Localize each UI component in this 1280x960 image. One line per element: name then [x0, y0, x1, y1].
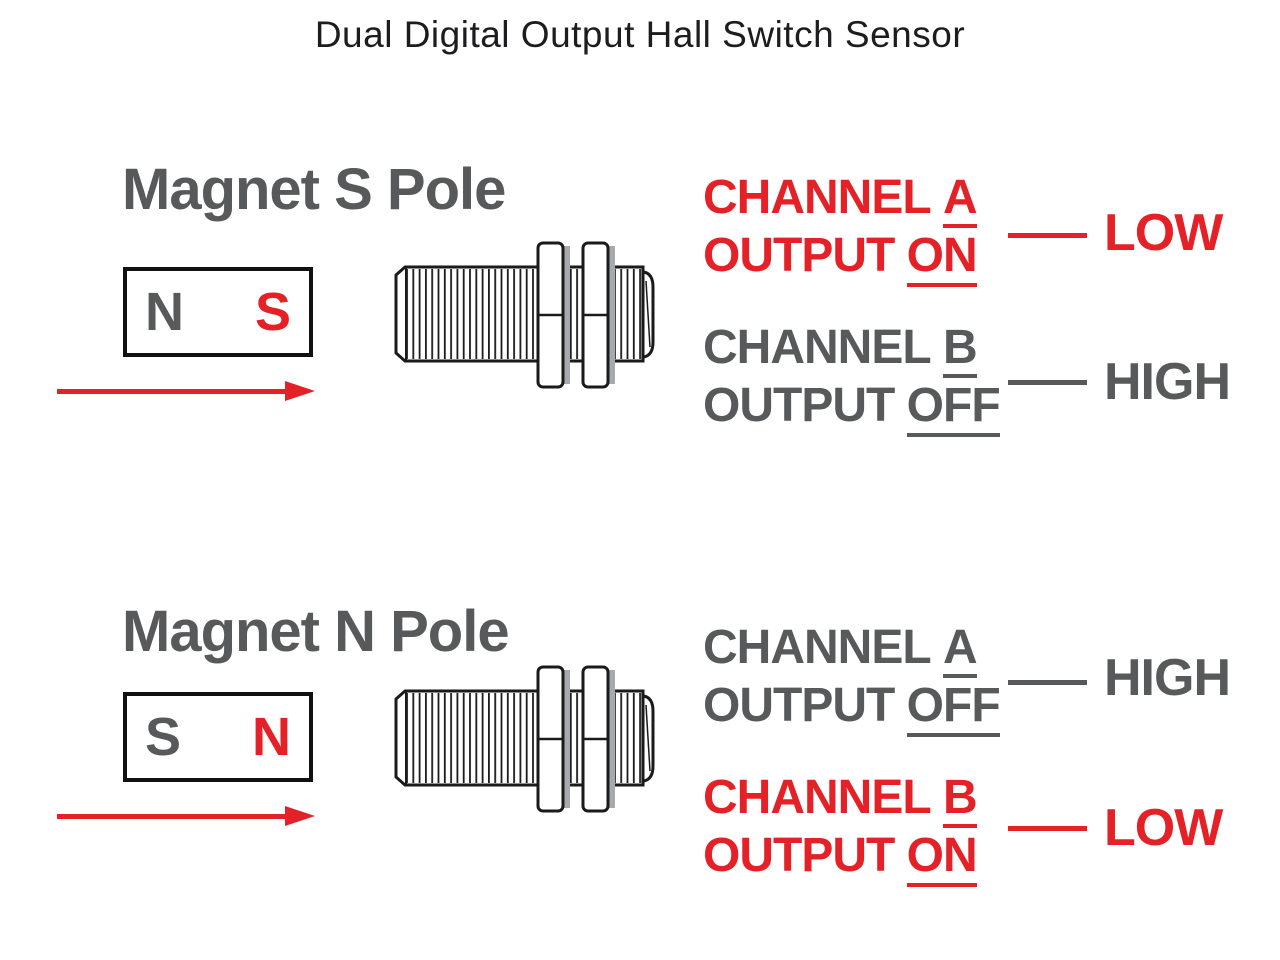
connector-line [1008, 680, 1087, 685]
output-line: OUTPUT ON [703, 228, 978, 287]
channel-line: CHANNEL A [703, 170, 978, 229]
connector-line [1008, 233, 1087, 238]
diagram-title: Dual Digital Output Hall Switch Sensor [314, 14, 966, 55]
channel-line: CHANNEL B [703, 770, 978, 829]
s-pole-heading: Magnet S Pole [122, 157, 506, 222]
output-line: OUTPUT ON [703, 828, 978, 887]
s-pole-magnet: N S [123, 267, 313, 357]
output-line: OUTPUT OFF [703, 678, 1001, 737]
n-pole-channel-a-label: CHANNEL A OUTPUT OFF [703, 620, 1001, 737]
s-pole-channel-a-level: LOW [1104, 204, 1223, 262]
channel-line: CHANNEL B [703, 320, 1000, 379]
connector-line [1008, 380, 1087, 385]
channel-line: CHANNEL A [703, 620, 1000, 679]
n-pole-channel-b-label: CHANNEL B OUTPUT ON [703, 770, 978, 887]
s-pole-channel-b-level: HIGH [1104, 353, 1231, 411]
s-pole-channel-b-label: CHANNEL B OUTPUT OFF [703, 320, 1001, 437]
pole-letter-left: S [145, 707, 182, 767]
pole-letter-right: S [254, 282, 291, 342]
magnet-motion-arrow-head-icon [285, 806, 315, 826]
pole-letter-right: N [252, 707, 291, 767]
pole-letter-left: N [145, 282, 184, 342]
s-pole-channel-a-label: CHANNEL A OUTPUT ON [703, 170, 978, 287]
n-pole-channel-b-level: LOW [1104, 799, 1223, 857]
threaded-hall-sensor-icon [394, 665, 655, 813]
n-pole-magnet: S N [123, 692, 313, 782]
n-pole-channel-a-level: HIGH [1104, 649, 1231, 707]
magnet-motion-arrow-line [57, 814, 285, 819]
connector-line [1008, 826, 1087, 831]
magnet-motion-arrow-line [57, 389, 285, 394]
n-pole-heading: Magnet N Pole [122, 599, 510, 664]
output-line: OUTPUT OFF [703, 378, 1001, 437]
magnet-motion-arrow-head-icon [285, 381, 315, 401]
threaded-hall-sensor-icon [394, 241, 655, 389]
